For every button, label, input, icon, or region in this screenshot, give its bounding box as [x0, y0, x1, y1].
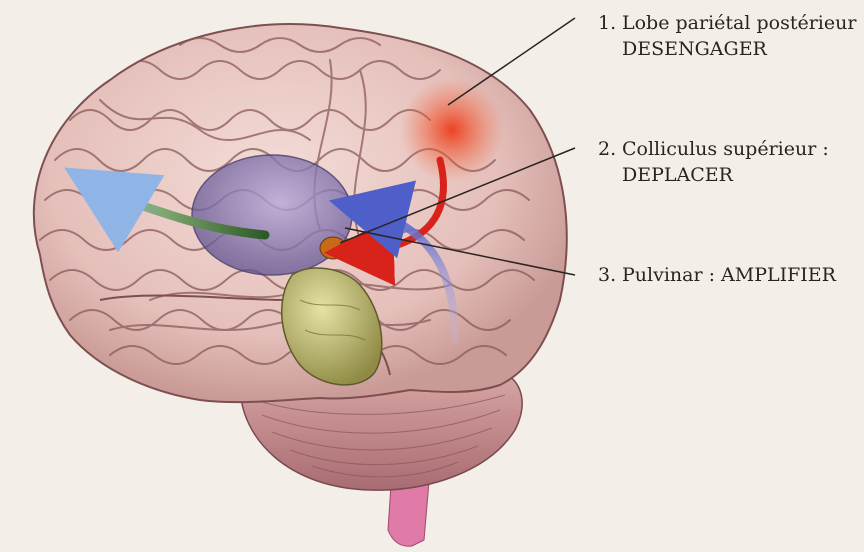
label-superior-colliculus: 2.Colliculus supérieur : DEPLACER [598, 136, 829, 188]
label-action: DEPLACER [598, 162, 829, 188]
label-title: Pulvinar : AMPLIFIER [622, 264, 836, 286]
label-number: 3. [598, 262, 622, 288]
label-title: Lobe pariétal postérieur [622, 12, 856, 34]
parietal-lobe-highlight [400, 78, 504, 182]
label-pulvinar: 3.Pulvinar : AMPLIFIER [598, 262, 836, 288]
label-posterior-parietal-lobe: 1.Lobe pariétal postérieur DESENGAGER [598, 10, 856, 62]
label-number: 2. [598, 136, 622, 162]
label-title: Colliculus supérieur : [622, 138, 829, 160]
label-number: 1. [598, 10, 622, 36]
superior-colliculus [320, 237, 346, 259]
label-action: DESENGAGER [598, 36, 856, 62]
